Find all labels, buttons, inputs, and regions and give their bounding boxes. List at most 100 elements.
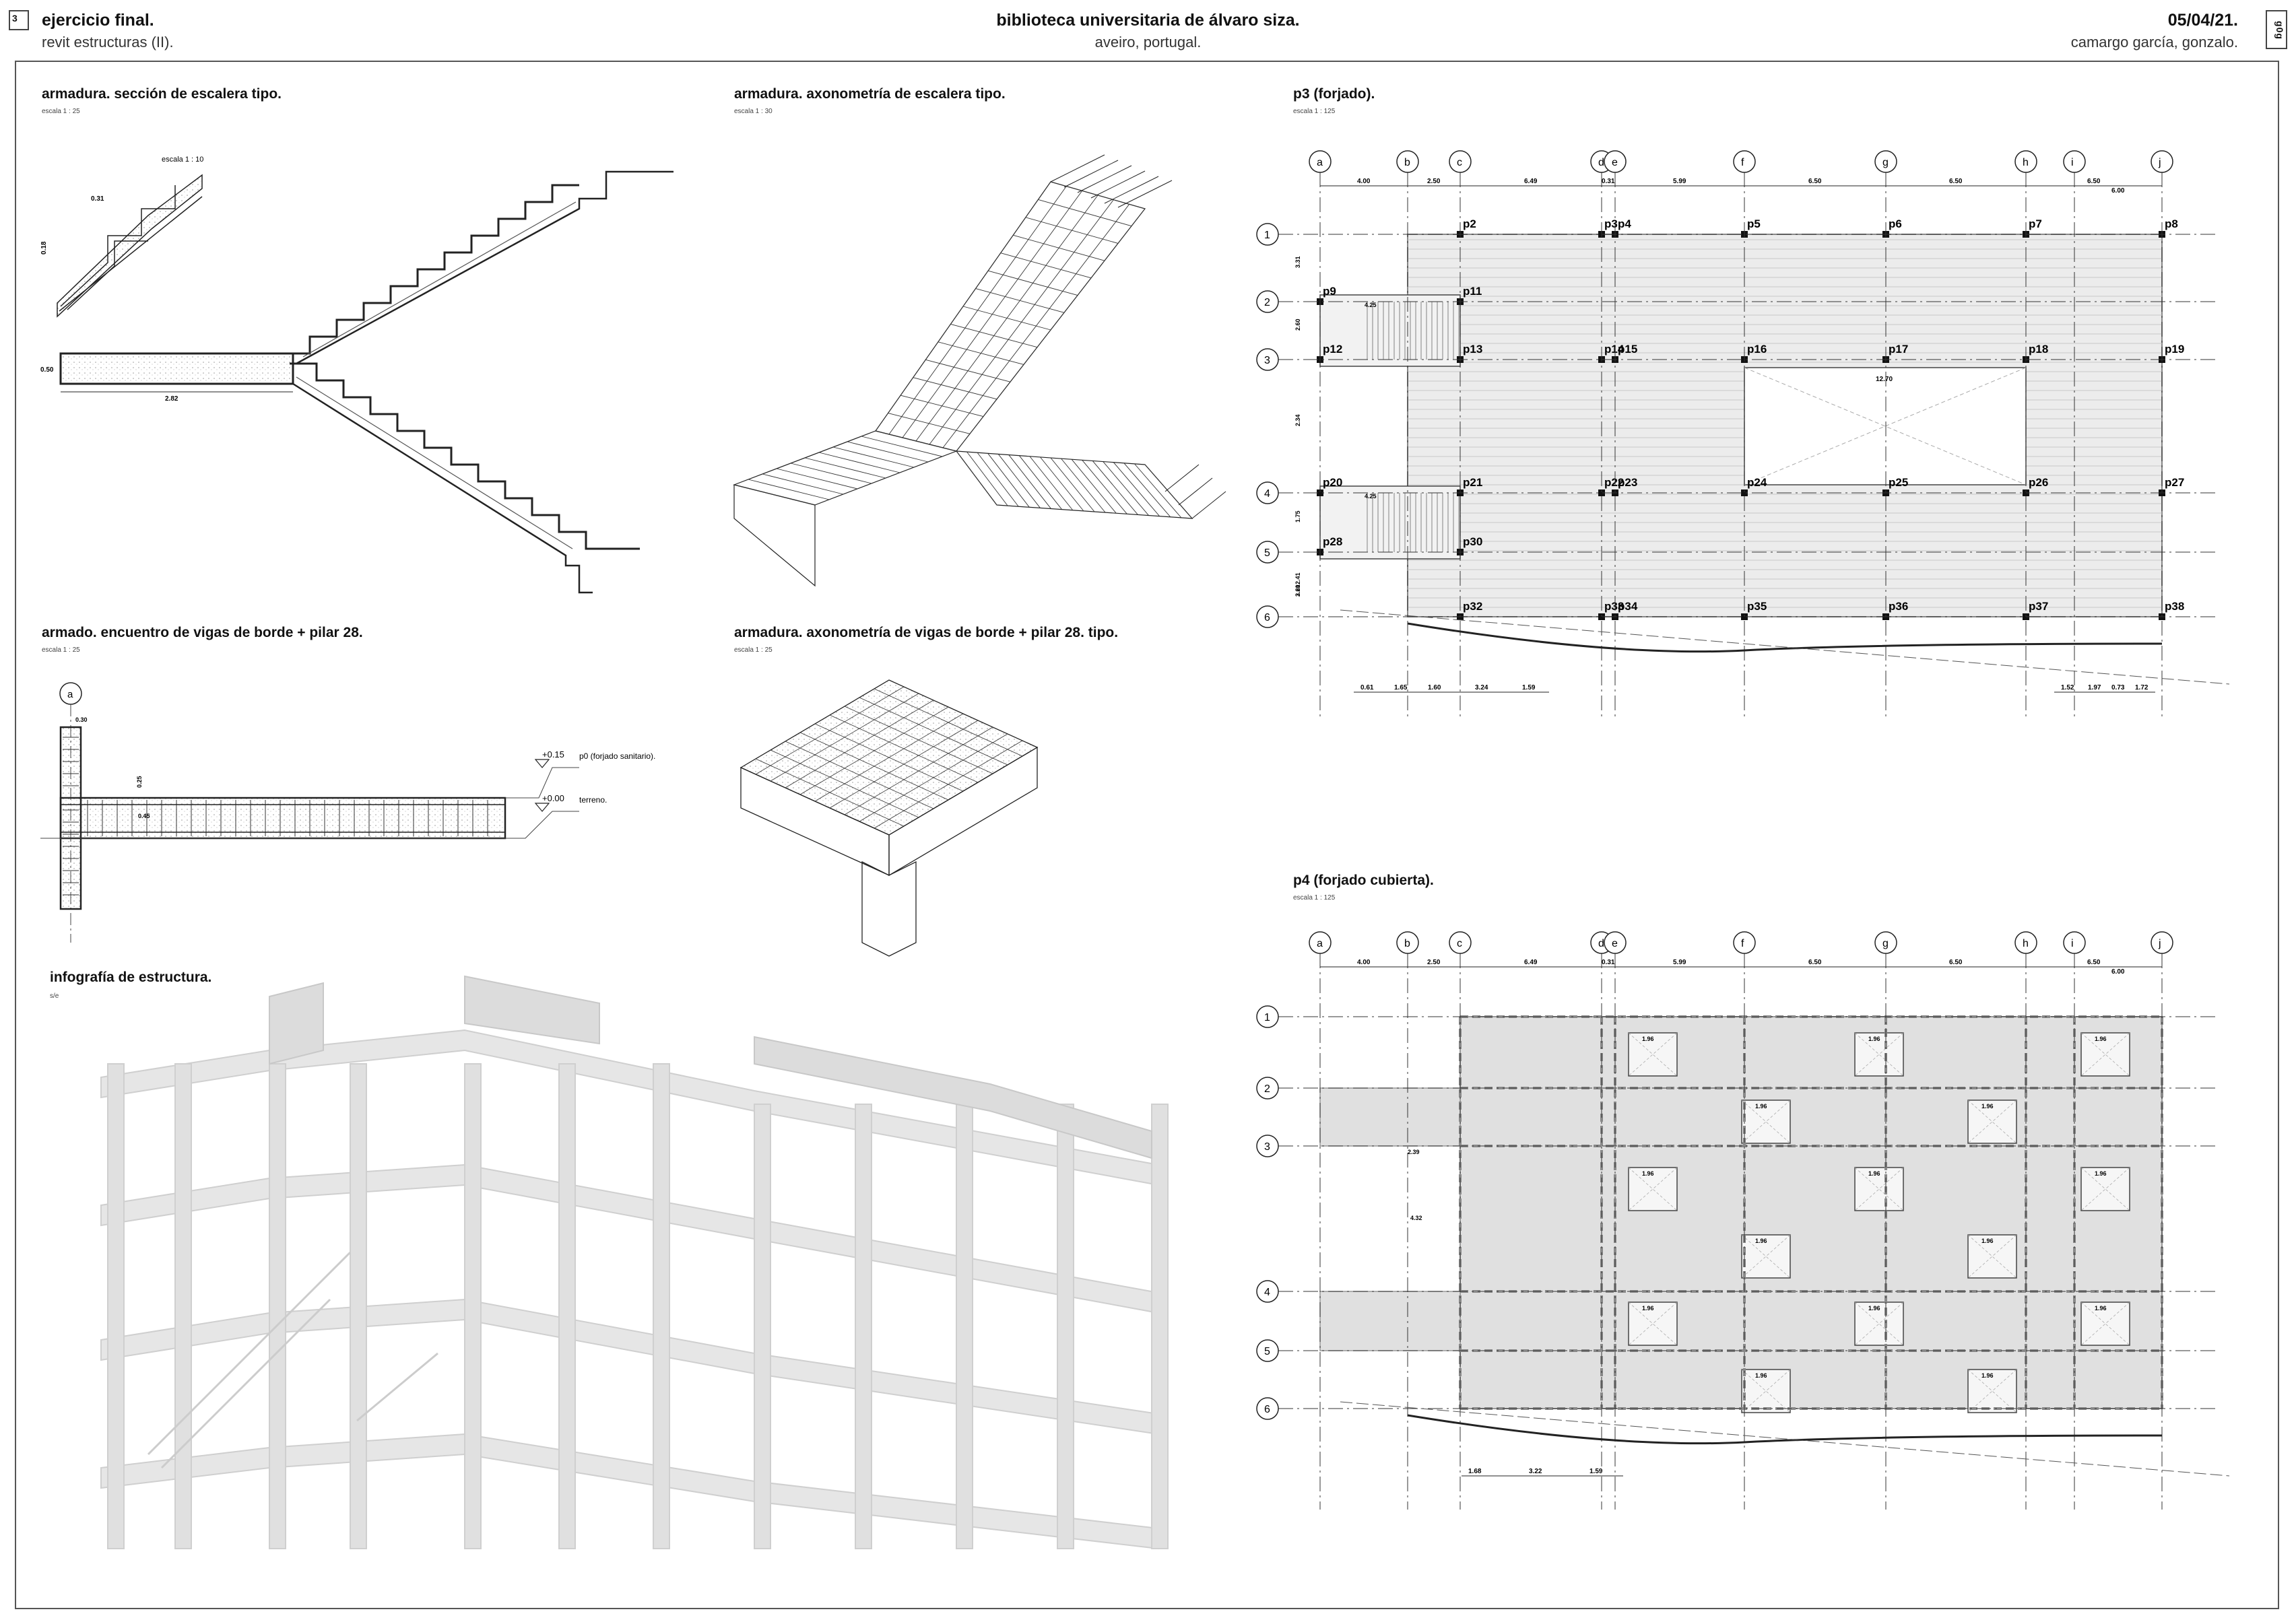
column-dim: 6.50 [1949, 959, 1963, 966]
axo-bar [1050, 457, 1095, 512]
level-2-label: terreno. [579, 795, 607, 805]
pillar-mark [1741, 489, 1748, 496]
stair-dim-2: 0.18 [40, 241, 48, 255]
column-dim: 5.99 [1673, 959, 1686, 966]
axo-bar [1123, 463, 1171, 518]
curved-south-edge [1407, 1414, 2163, 1445]
axo-grid-bar [844, 706, 993, 774]
grid-label: h [2023, 938, 2029, 949]
grid-bubble [1256, 1280, 1279, 1303]
p3-row-dim: 3.31 [1294, 256, 1301, 268]
waffle-cross [1967, 1369, 2017, 1413]
site-line [1340, 609, 2230, 685]
p4-bottom-dim: 1.59 [1589, 1468, 1603, 1475]
waffle-dim: 1.96 [1755, 1372, 1767, 1379]
axo-bar [1071, 459, 1117, 514]
p4-bottom-dim: 3.22 [1529, 1468, 1542, 1475]
axo-bar [1092, 461, 1138, 515]
pillar-label: p7 [2029, 217, 2042, 230]
stair-axo-title: armadura. axonometría de escalera tipo. [734, 86, 1006, 102]
beam-junction-scale: escala 1 : 25 [42, 646, 80, 654]
pillar-label: p5 [1747, 217, 1761, 230]
axo-bar [966, 451, 1008, 506]
axo-bar [987, 453, 1030, 508]
structure-infographic [100, 975, 1169, 1550]
grid-bubble [1256, 1005, 1279, 1028]
grid-label: 4 [1264, 1287, 1270, 1298]
waffle-dim: 1.96 [1981, 1372, 1994, 1379]
axo-grid-bar [844, 726, 993, 815]
infographic-upper-frame [269, 975, 1152, 1159]
waffle-cross [2080, 1302, 2130, 1346]
pillar-label: p25 [1889, 476, 1908, 489]
infographic-column [558, 1063, 576, 1549]
column-dim: 6.49 [1524, 959, 1538, 966]
course-name: revit estructuras (II). [42, 34, 174, 50]
author-name: camargo garcía, gonzalo. [2070, 34, 2238, 50]
upper-flight-steps [283, 184, 579, 355]
axo-bar [888, 186, 1067, 435]
waffle-cross [2080, 1032, 2130, 1077]
sheet-date: 05/04/21. [2167, 11, 2238, 30]
axo-bar [875, 430, 957, 452]
infographic-column [174, 1063, 192, 1549]
stair-axo-scale: escala 1 : 30 [734, 108, 773, 115]
column-dim: 4.00 [1357, 959, 1371, 966]
axo-grid-bar [814, 713, 964, 802]
grid-label: b [1404, 157, 1410, 168]
waffle-cross [1967, 1369, 2017, 1413]
project-title: biblioteca universitaria de álvaro siza. [996, 11, 1300, 30]
column-dim: 6.00 [2111, 187, 2125, 195]
grid-label: 3 [1264, 355, 1270, 366]
grid-bubble [1309, 150, 1332, 173]
p3-bottom-dim: 0.73 [2111, 684, 2125, 691]
axo-bar [1103, 461, 1149, 516]
pillar-label: p32 [1463, 600, 1482, 613]
grid-label: 1 [1264, 1012, 1270, 1023]
waffle-cross [1628, 1302, 1678, 1346]
level-1-label: p0 (forjado sanitario). [579, 751, 655, 761]
stair-section-title: armadura. sección de escalera tipo. [42, 86, 282, 102]
pillar-label: p18 [2029, 343, 2048, 356]
sheet-code-box: g0g [2266, 10, 2287, 49]
p3-plan-scale: escala 1 : 125 [1293, 108, 1336, 115]
pillar-label: p26 [2029, 476, 2048, 489]
pillar-label: p11 [1463, 285, 1482, 298]
stair-well [1319, 485, 1461, 560]
grid-label: 6 [1264, 612, 1270, 623]
p3-row-dim: 2.34 [1294, 414, 1301, 426]
grid-label: g [1882, 938, 1889, 949]
grid-bubble [1874, 931, 1897, 954]
pillar-mark [1598, 489, 1605, 496]
infographic-column [653, 1063, 670, 1549]
sheet-code: g0g [2274, 21, 2285, 40]
pillar-label: p4 [1618, 217, 1631, 230]
sheet-frame [15, 61, 2279, 1609]
landing-thickness: 0.50 [40, 366, 54, 374]
grid-label: e [1612, 157, 1618, 168]
page-number-box: 3 [9, 10, 29, 30]
column-dim: 2.50 [1427, 178, 1441, 185]
p4-plan-title: p4 (forjado cubierta). [1293, 873, 1434, 888]
axo-bar [875, 181, 1051, 432]
grid-bubble [1256, 1135, 1279, 1157]
infographic-column [350, 1063, 367, 1549]
column-dim: 6.50 [2087, 178, 2101, 185]
lower-flight-soffit [292, 382, 593, 594]
waffle-dim: 1.96 [1642, 1170, 1654, 1177]
exercise-title: ejercicio final. [42, 11, 154, 30]
waffle-cross [1854, 1302, 1904, 1346]
axo-bar [790, 463, 872, 484]
pillar-label: p28 [1323, 535, 1342, 548]
pillar-label: p2 [1463, 217, 1476, 230]
waffle-dim: 1.96 [1868, 1036, 1880, 1042]
pillar-label: p6 [1889, 217, 1902, 230]
p3-row-dim: 1.75 [1294, 510, 1301, 522]
pillar-label: p34 [1618, 600, 1638, 613]
grid-bubble [1733, 150, 1756, 173]
infographic-column [855, 1104, 872, 1549]
grid-label: 5 [1264, 1346, 1270, 1357]
axo-bar [762, 473, 844, 495]
stair-dim-1: 0.31 [91, 195, 104, 203]
